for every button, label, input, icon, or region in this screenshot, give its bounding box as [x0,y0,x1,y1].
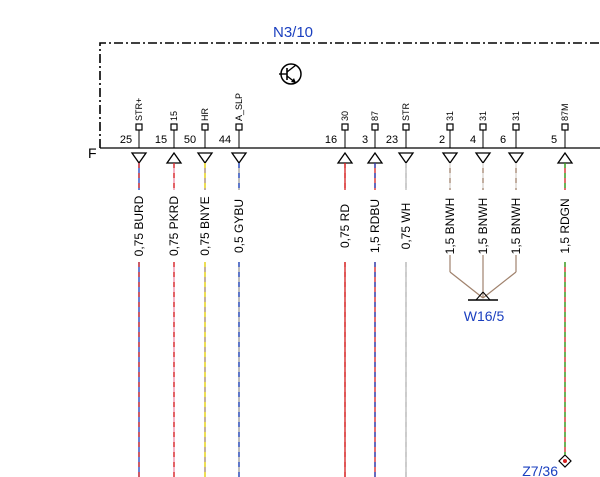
pin-function-label: 31 [478,111,488,121]
wire-label: 1,5 BNWH [443,198,457,255]
pin-contact [235,123,243,131]
pin-number: 15 [155,134,167,146]
splice-junction [449,255,517,301]
pin-number: 2 [439,134,445,146]
pin-function-label: STR [401,102,411,121]
pin-contact [170,123,178,131]
pin-function-label: 31 [511,111,521,121]
module-boundary [99,42,600,148]
wire-label: 0,75 BURD [132,195,146,256]
pin-contact [201,123,209,131]
pin-44: A_SLP 44 0,5 GYBU [219,93,248,477]
row-label: F [88,145,97,161]
pin-direction-triangle [196,152,214,165]
pin-number: 50 [184,134,196,146]
wire-label: 0,5 GYBU [232,199,246,253]
pin-number: 5 [551,134,557,146]
wire-label: 1,5 BNWH [509,198,523,255]
pin-50: HR 50 0,75 BNYE [184,108,214,477]
pin-contact [402,123,410,131]
pin-direction-triangle [556,151,574,164]
pin-direction-triangle [507,152,525,165]
transistor-icon [279,63,302,85]
connector-diamond [558,454,572,468]
pin-contact [135,123,143,131]
wire-label: 1,5 RDGN [558,198,572,253]
pin-function-label: 30 [340,111,350,121]
pin-15: 15 15 0,75 PKRD [155,111,183,477]
pin-direction-triangle [165,151,183,164]
pin-number: 25 [120,134,132,146]
pin-number: 3 [362,134,368,146]
pin-5: 87M 5 1,5 RDGN [551,103,574,455]
wire-label: 0,75 WH [399,203,413,250]
pin-direction-triangle [441,152,459,165]
pin-function-label: STR+ [134,98,144,121]
pin-2: 31 2 1,5 BNWH [439,111,459,255]
pin-contact [446,123,454,131]
module-name: N3/10 [273,24,313,41]
pin-contact [512,123,520,131]
pin-contact [341,123,349,131]
wire-label: 0,75 BNYE [198,196,212,255]
pin-direction-triangle [366,151,384,164]
wire-label: 0,75 RD [338,204,352,248]
pin-25: STR+ 25 0,75 BURD [120,98,148,477]
pin-6: 31 6 1,5 BNWH [500,111,525,255]
pin-direction-triangle [336,151,354,164]
pin-direction-triangle [130,152,148,165]
pin-function-label: 15 [169,111,179,121]
wire-label: 1,5 BNWH [476,198,490,255]
pin-number: 16 [325,134,337,146]
pin-number: 23 [386,134,398,146]
pin-number: 44 [219,134,231,146]
pin-direction-triangle [230,152,248,165]
pin-contact [479,123,487,131]
wire-label: 0,75 PKRD [167,196,181,256]
wire-label: 1,5 RDBU [368,199,382,253]
connector-name: Z7/36 [522,463,558,477]
pin-contact [371,123,379,131]
pin-function-label: 31 [445,111,455,121]
splice-name: W16/5 [464,308,505,324]
pin-3: 87 3 1,5 RDBU [362,111,384,477]
pin-function-label: 87M [560,103,570,121]
pin-23: STR 23 0,75 WH [386,102,415,477]
pin-4: 31 4 1,5 BNWH [470,111,492,255]
pin-direction-triangle [474,152,492,165]
pin-number: 4 [470,134,476,146]
pin-function-label: A_SLP [234,93,244,121]
pin-16: 30 16 0,75 RD [325,111,354,477]
pin-number: 6 [500,134,506,146]
pin-function-label: 87 [370,111,380,121]
pin-direction-triangle [397,152,415,165]
pin-contact [561,123,569,131]
pin-function-label: HR [200,108,210,121]
